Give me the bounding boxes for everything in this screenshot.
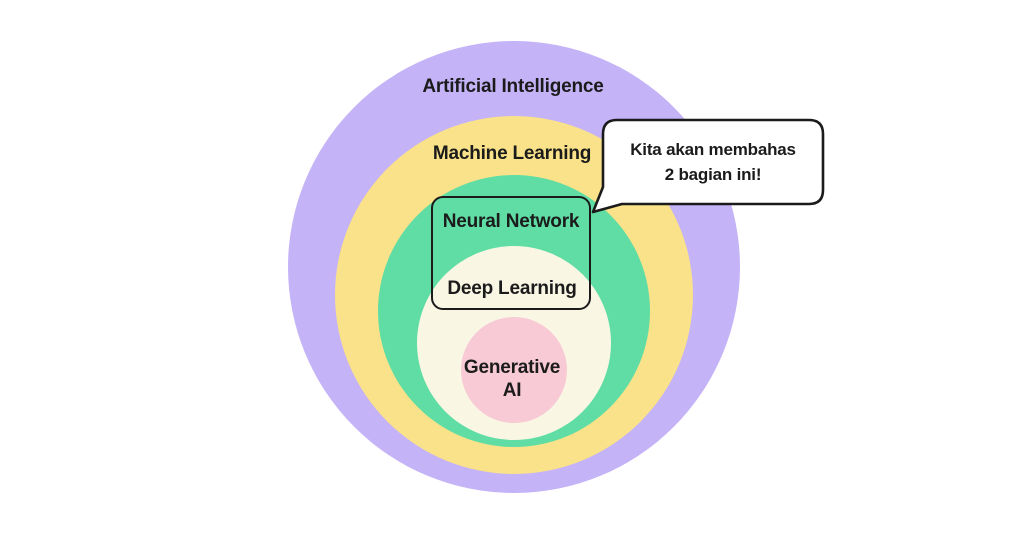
label-generative-ai-line1: Generative xyxy=(463,357,561,378)
speech-bubble-line2: 2 bagian ini! xyxy=(664,165,762,184)
label-machine-learning: Machine Learning xyxy=(432,143,592,164)
highlight-box xyxy=(431,196,591,310)
label-generative-ai: Generative AI xyxy=(362,356,662,402)
speech-bubble-shape xyxy=(591,118,825,214)
speech-bubble: Kita akan membahas 2 bagian ini! xyxy=(603,120,823,204)
speech-bubble-line1: Kita akan membahas xyxy=(630,140,796,159)
label-deep-learning: Deep Learning xyxy=(447,278,577,299)
label-neural-network: Neural Network xyxy=(442,211,580,232)
circle-generative-ai xyxy=(461,317,567,423)
label-artificial-intelligence: Artificial Intelligence xyxy=(422,76,604,97)
label-generative-ai-line2: AI xyxy=(502,380,522,401)
